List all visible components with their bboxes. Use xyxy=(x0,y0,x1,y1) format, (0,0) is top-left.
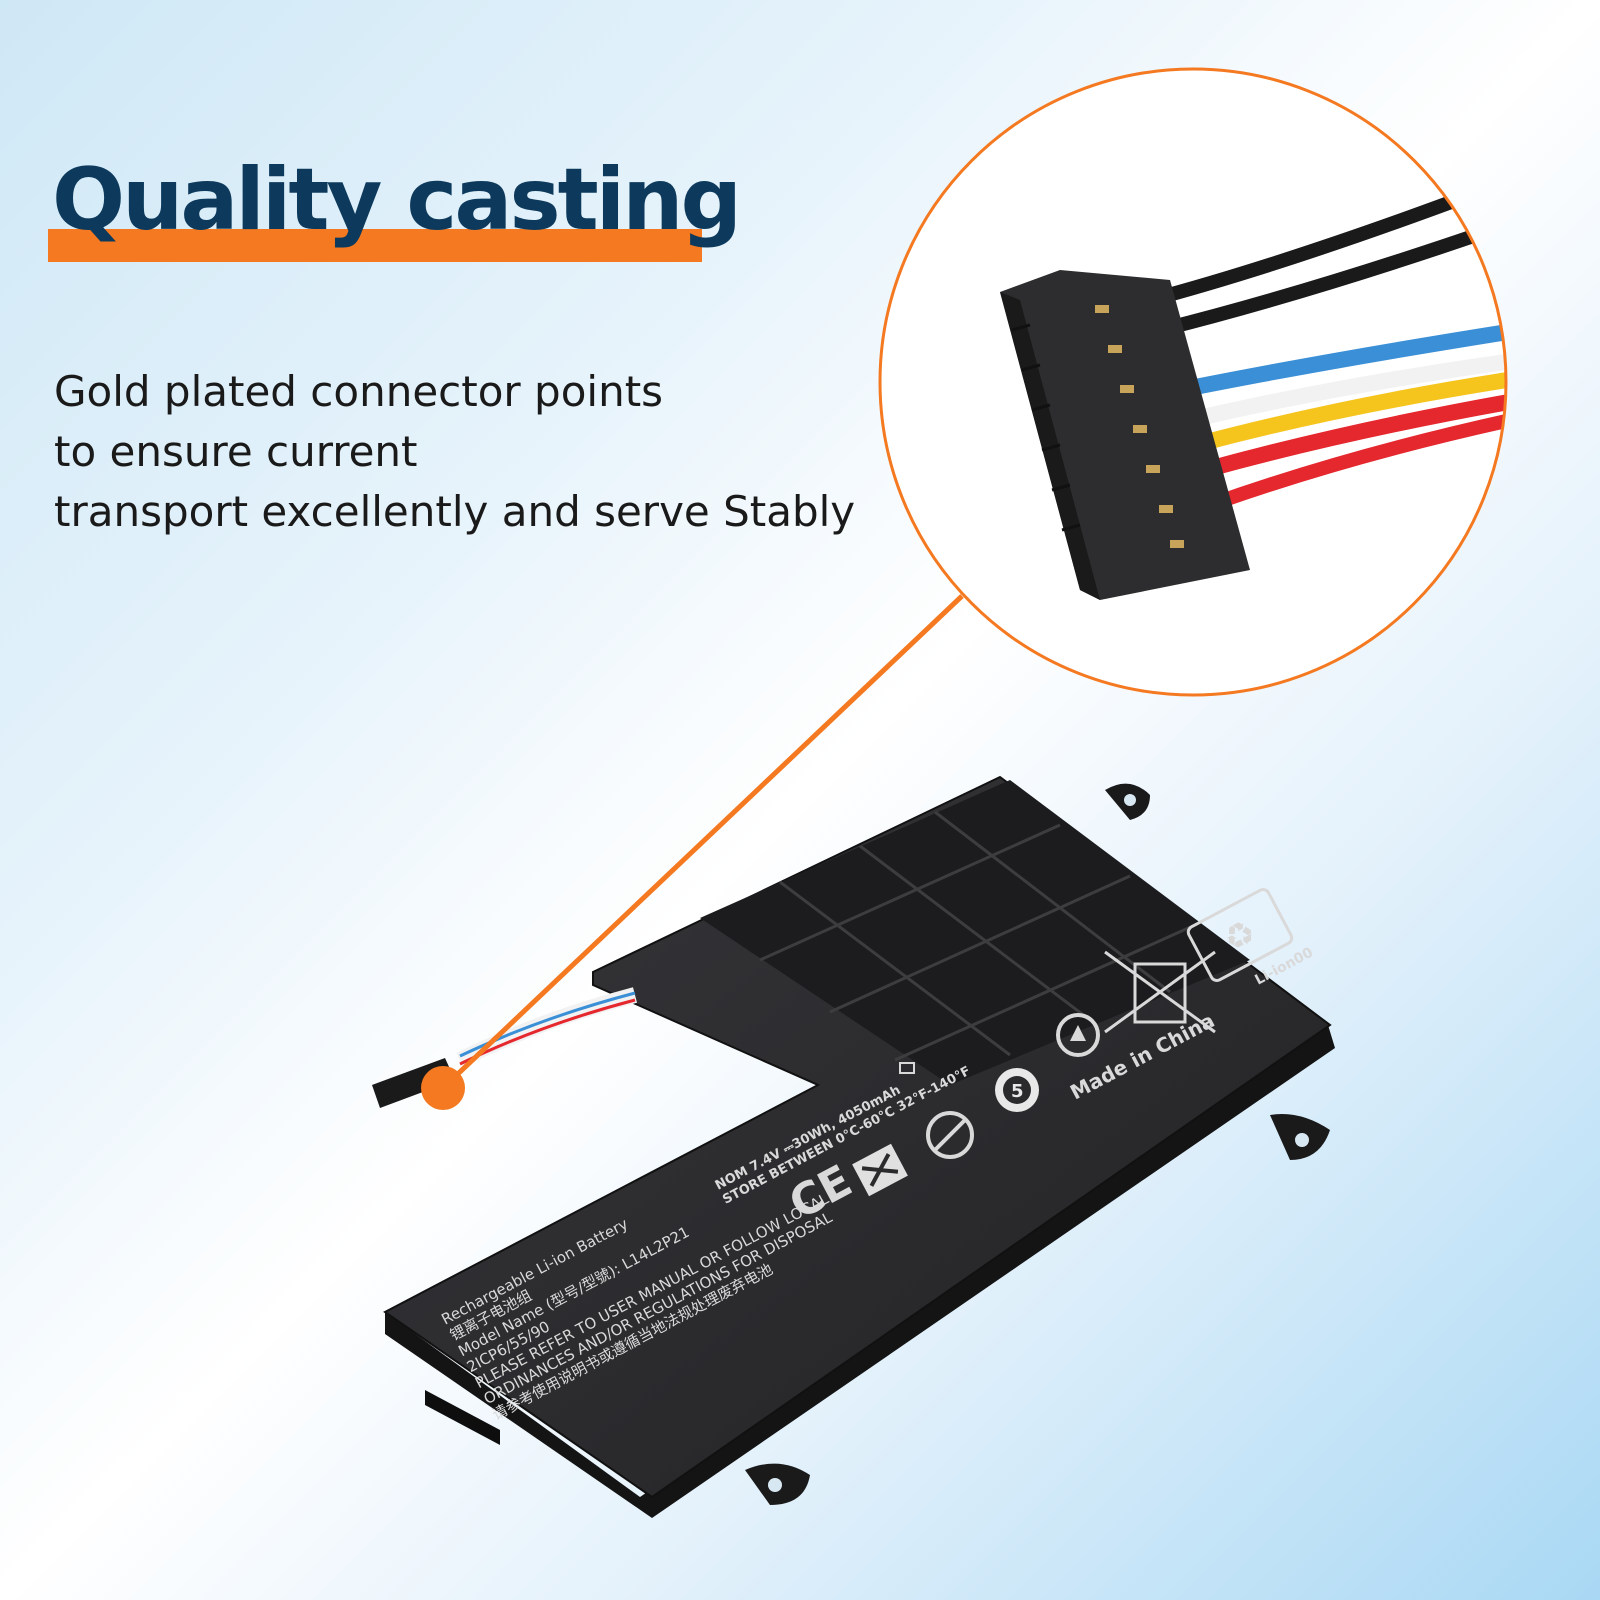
mount-hole xyxy=(768,1478,782,1492)
num-5-icon: 5 xyxy=(995,1068,1039,1112)
hazard-box-icon xyxy=(852,1143,908,1197)
zoom-border xyxy=(878,67,1508,697)
mount-hole xyxy=(1124,794,1136,806)
no-disassemble-icon xyxy=(926,1111,974,1159)
callout-dot xyxy=(421,1066,465,1110)
mount-hole xyxy=(1295,1133,1309,1147)
recycle-label: Li-ion00 xyxy=(1252,945,1316,989)
crossed-bin-icon xyxy=(1104,950,1216,1034)
description: Gold plated connector points to ensure c… xyxy=(54,362,914,542)
callout-line xyxy=(441,594,964,1090)
description-line: Gold plated connector points xyxy=(54,367,664,416)
zoom-content xyxy=(1000,173,1506,600)
gold-pins xyxy=(1095,305,1184,548)
headline: Quality casting xyxy=(52,150,742,250)
battery-small-icon xyxy=(899,1062,915,1074)
battery xyxy=(383,775,1335,1518)
side-slot xyxy=(425,1390,500,1445)
svg-text:5: 5 xyxy=(1011,1081,1024,1102)
headline-underline xyxy=(48,229,702,262)
battery-cable xyxy=(372,987,638,1108)
description-line: to ensure current xyxy=(54,427,418,476)
connector-ribs xyxy=(1011,323,1081,532)
description-line: transport excellently and serve Stably xyxy=(54,487,856,536)
zoom-circle xyxy=(878,67,1508,697)
cell-grid xyxy=(759,810,1196,1062)
no-fire-icon xyxy=(1056,1013,1100,1057)
